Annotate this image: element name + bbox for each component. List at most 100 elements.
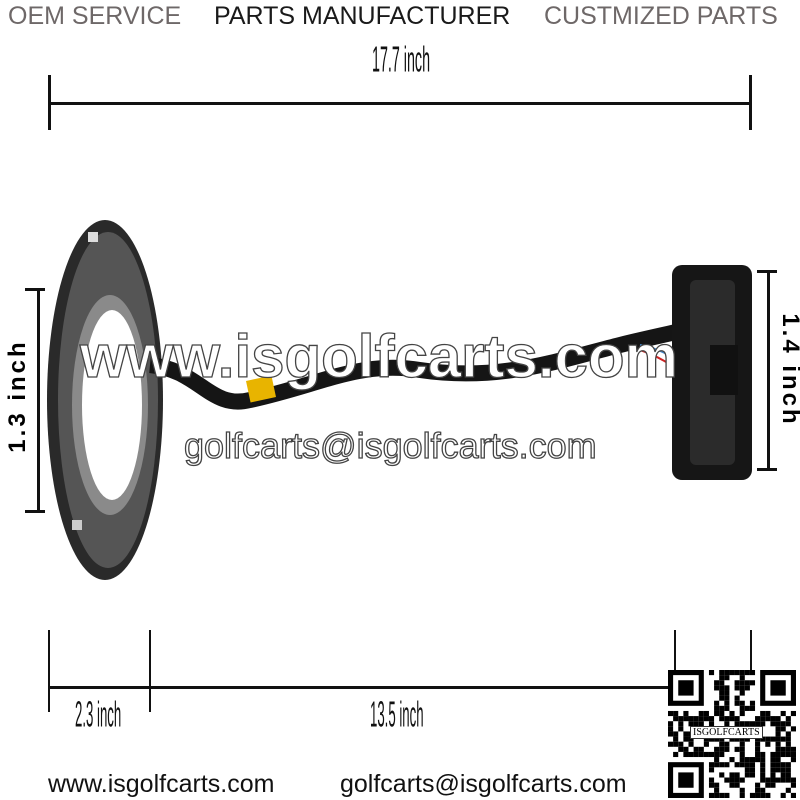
qr-module	[785, 731, 791, 737]
qr-module	[760, 767, 766, 773]
qr-module	[775, 726, 781, 732]
qr-module	[724, 700, 730, 706]
qr-module	[780, 772, 786, 778]
qr-module	[755, 787, 761, 793]
qr-module	[765, 710, 771, 717]
qr-module	[719, 792, 725, 798]
qr-module	[739, 736, 745, 742]
qr-module	[714, 792, 720, 798]
qr-module	[729, 757, 735, 763]
qr-module	[719, 736, 725, 742]
qr-module	[739, 787, 745, 793]
qr-module	[760, 751, 766, 758]
qr-module	[770, 772, 776, 778]
qr-module	[678, 746, 684, 752]
qr-module	[734, 685, 740, 691]
ring-height-label: 1.3 inch	[4, 339, 31, 453]
qr-module	[703, 736, 709, 742]
qr-module	[714, 700, 720, 706]
qr-module	[739, 762, 745, 768]
qr-module	[739, 746, 745, 752]
qr-module	[785, 777, 791, 783]
qr-module	[780, 751, 786, 758]
footer-website[interactable]: www.isgolfcarts.com	[48, 770, 275, 798]
qr-module	[719, 680, 725, 686]
qr-module	[760, 777, 766, 783]
qr-module	[698, 710, 704, 717]
qr-module	[775, 751, 781, 758]
ring-width-label: 2.3 inch	[75, 695, 122, 736]
qr-module	[790, 777, 796, 783]
qr-module	[785, 751, 791, 758]
qr-module	[703, 751, 709, 758]
qr-module	[785, 736, 791, 742]
qr-module	[790, 746, 796, 752]
qr-module	[714, 710, 720, 717]
qr-module	[734, 695, 740, 701]
qr-module	[678, 726, 684, 732]
qr-module	[719, 710, 725, 717]
header-customized-parts: CUSTMIZED PARTS	[544, 2, 778, 30]
qr-module	[755, 792, 761, 798]
qr-module	[739, 710, 745, 717]
qr-code: ISGOLFCARTS	[668, 670, 796, 800]
qr-module	[724, 675, 730, 681]
qr-module	[693, 716, 699, 722]
qr-module	[765, 782, 771, 788]
qr-module	[744, 757, 750, 763]
qr-module	[739, 675, 745, 681]
qr-module	[714, 757, 720, 763]
qr-module	[673, 751, 679, 758]
qr-module	[770, 716, 776, 722]
qr-module	[780, 710, 786, 717]
qr-module	[719, 675, 725, 681]
qr-module	[790, 751, 796, 758]
qr-module	[714, 746, 720, 752]
footer-email[interactable]: golfcarts@isgolfcarts.com	[340, 770, 627, 798]
qr-module	[724, 777, 730, 783]
qr-module	[688, 716, 694, 722]
dimension-tick	[757, 270, 777, 273]
qr-module	[749, 670, 756, 676]
qr-module	[770, 767, 776, 773]
qr-module	[775, 731, 781, 737]
qr-module	[708, 762, 715, 768]
bottom-dimension-line	[50, 686, 675, 689]
qr-module	[744, 705, 750, 711]
qr-module	[770, 762, 776, 768]
qr-module	[714, 685, 720, 691]
qr-module	[739, 751, 745, 758]
qr-module	[734, 772, 740, 778]
qr-module	[765, 777, 771, 783]
qr-module	[673, 731, 679, 737]
qr-module	[693, 751, 699, 758]
qr-module	[729, 777, 735, 783]
qr-module	[734, 782, 740, 788]
qr-module	[719, 762, 725, 768]
qr-module	[760, 772, 766, 778]
qr-module	[744, 736, 750, 742]
qr-module	[775, 736, 781, 742]
qr-pattern	[668, 670, 796, 798]
qr-module	[775, 777, 781, 783]
qr-module	[668, 731, 674, 737]
dimension-tick	[749, 75, 752, 130]
qr-module	[749, 772, 756, 778]
qr-module	[790, 792, 796, 798]
qr-module	[790, 726, 796, 732]
qr-module	[749, 700, 756, 706]
total-length-label: 17.7 inch	[372, 38, 431, 80]
qr-module	[790, 782, 796, 788]
qr-module	[724, 670, 730, 676]
qr-module	[683, 751, 689, 758]
qr-module	[724, 741, 730, 747]
qr-module	[749, 767, 756, 773]
dimension-tick	[149, 630, 151, 712]
qr-module	[739, 741, 745, 747]
qr-label: ISGOLFCARTS	[690, 726, 763, 739]
qr-module	[708, 736, 715, 742]
qr-module	[724, 746, 730, 752]
qr-module	[668, 721, 674, 727]
qr-module	[719, 751, 725, 758]
